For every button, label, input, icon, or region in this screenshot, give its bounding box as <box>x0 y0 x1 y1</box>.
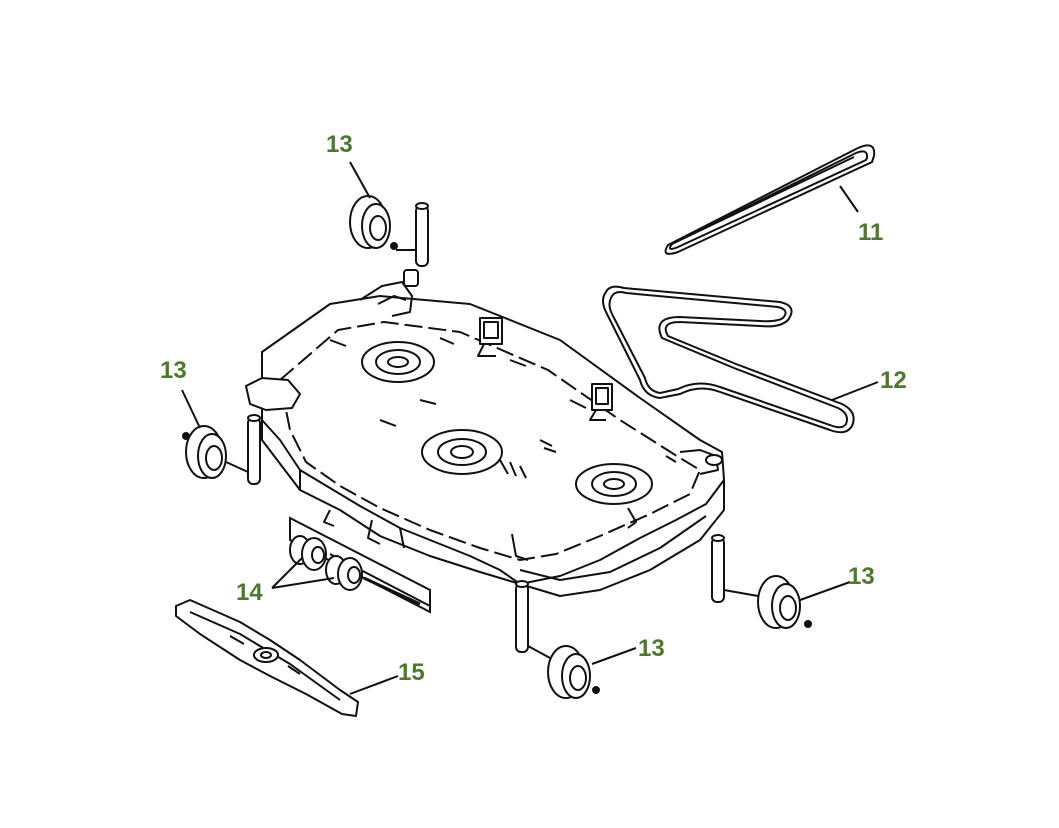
callout-13-right: 13 <box>848 563 875 590</box>
gauge-wheel-bottom <box>516 581 599 698</box>
leader-14-b <box>271 577 335 589</box>
leader-14-a <box>271 557 303 589</box>
drive-belt-small <box>666 145 875 254</box>
mower-deck <box>246 270 724 596</box>
gauge-wheel-top <box>350 196 428 266</box>
leader-13-right <box>799 581 851 601</box>
leader-15 <box>349 675 399 695</box>
leader-13-bottom <box>591 647 637 665</box>
leader-lines <box>181 161 879 695</box>
mower-blade <box>176 600 358 716</box>
deck-rollers <box>290 518 430 612</box>
callout-14: 14 <box>236 579 263 606</box>
gauge-wheel-left <box>183 415 260 484</box>
leader-13-top <box>349 161 371 199</box>
callout-13-bottom: 13 <box>638 635 665 662</box>
callout-13-top: 13 <box>326 131 353 158</box>
gauge-wheel-right <box>712 535 811 628</box>
drive-belt-large <box>603 287 854 433</box>
leader-13-left <box>181 389 201 429</box>
callout-12: 12 <box>880 367 907 394</box>
callout-13-left: 13 <box>160 357 187 384</box>
leader-11 <box>839 185 859 213</box>
callout-labels: 13 11 12 13 13 14 13 15 <box>160 131 907 686</box>
callout-11: 11 <box>858 219 883 246</box>
leader-12 <box>831 381 879 401</box>
callout-15: 15 <box>398 659 425 686</box>
